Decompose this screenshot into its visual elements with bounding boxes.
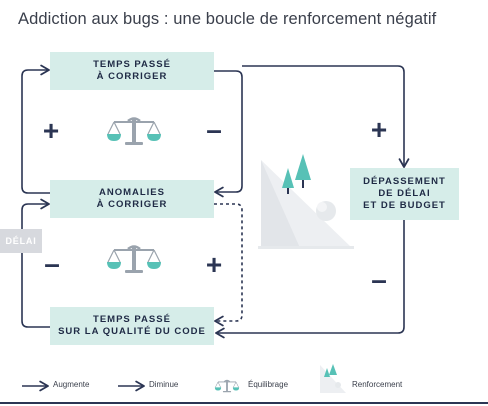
sign-top-right: –	[206, 114, 222, 145]
sign-top-left: +	[42, 115, 60, 146]
legend-equilibrage-label: Équilibrage	[248, 380, 289, 389]
legend-reinforcement-icon	[320, 364, 346, 393]
sign-bottom-right: +	[205, 249, 223, 280]
sign-bottom-left: –	[44, 248, 60, 279]
balance-icon	[107, 117, 161, 145]
arrow-temps-corriger-to-depassement	[242, 65, 410, 168]
arrow-temps-qualite-to-anomalies	[21, 198, 50, 328]
delay-label: DÉLAI	[0, 229, 42, 253]
bottom-rule	[0, 402, 488, 404]
balance-icon	[107, 245, 161, 273]
legend-renforcement-label: Renforcement	[352, 380, 403, 389]
node-depassement-delai-budget: DÉPASSEMENT DE DÉLAI ET DE BUDGET	[350, 168, 459, 220]
arrow-anomalies-to-temps-corriger	[21, 64, 50, 194]
arrow-anomalies-to-temps-qualite-dashed	[214, 203, 243, 327]
diagram-title: Addiction aux bugs : une boucle de renfo…	[18, 10, 437, 28]
reinforcement-hill-icon	[258, 154, 354, 249]
node-temps-passe-qualite-code: TEMPS PASSÉ SUR LA QUALITÉ DU CODE	[50, 307, 214, 345]
legend-augmente-label: Augmente	[53, 380, 90, 389]
legend-balance-icon	[214, 379, 240, 393]
sign-right-top: +	[370, 114, 388, 145]
arrow-temps-corriger-to-anomalies	[214, 70, 243, 198]
arrow-depassement-to-temps-qualite	[215, 218, 405, 339]
sign-right-bottom: –	[371, 264, 387, 295]
legend-diminue-label: Diminue	[149, 380, 179, 389]
node-anomalies-a-corriger: ANOMALIES À CORRIGER	[50, 180, 214, 218]
node-temps-passe-a-corriger: TEMPS PASSÉ À CORRIGER	[50, 52, 214, 90]
